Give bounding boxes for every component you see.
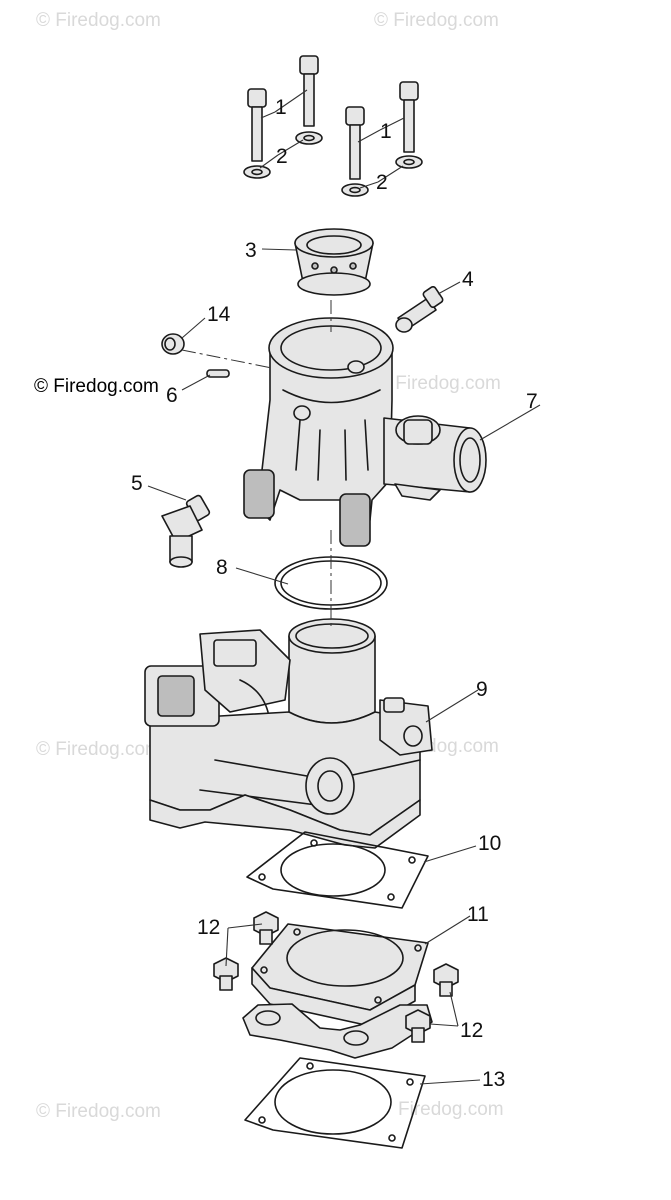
callout-5: 5: [131, 472, 143, 495]
callout-1-right: 1: [380, 120, 392, 143]
bolt-part-12-right: [433, 963, 459, 997]
spacer-part-11: [242, 923, 433, 1059]
callout-12-left: 12: [197, 916, 220, 939]
washer-part-2-right: [395, 155, 423, 169]
bolt-part-12-left: [213, 957, 239, 991]
callout-7: 7: [526, 390, 538, 413]
screw-part-1-back: [299, 55, 319, 127]
callout-labels: 1 1 2 2 3 4 14 6 7 5 8 9 10 11 12 12 13: [131, 96, 538, 1091]
bolt-part-12-front: [405, 1009, 431, 1043]
velocity-stack-part-3: [294, 228, 374, 296]
leader-lines: [147, 89, 541, 1085]
callout-4: 4: [462, 268, 474, 291]
watermark-left-bottom: © Firedog.com: [36, 1101, 161, 1122]
pin-part-6: [206, 369, 230, 378]
plug-part-14: [161, 333, 185, 355]
screw-part-1-front: [345, 106, 365, 180]
centerline-plug: [181, 349, 273, 369]
watermark-right-mid: © Firedog.com: [376, 373, 501, 394]
washer-part-2-left: [243, 165, 271, 179]
washer-part-2-back: [295, 131, 323, 145]
watermark-right-bottom: Firedog.com: [398, 1099, 504, 1120]
watermark-top-right: © Firedog.com: [374, 10, 499, 31]
callout-12-right: 12: [460, 1019, 483, 1042]
callout-9: 9: [476, 678, 488, 701]
callout-2-left: 2: [276, 145, 288, 168]
screw-part-1-left: [247, 88, 267, 162]
callout-2-right: 2: [376, 171, 388, 194]
gasket-part-10: [246, 831, 429, 909]
callout-10: 10: [478, 832, 501, 855]
elbow-fitting-part-5: [161, 494, 211, 568]
screw-part-1-right: [399, 81, 419, 153]
plenum-body-part-7: [243, 317, 487, 547]
bolt-part-12-top: [253, 911, 279, 945]
callout-14: 14: [207, 303, 231, 326]
watermark-left-mid: © Firedog.com: [34, 376, 159, 397]
callout-6: 6: [166, 384, 178, 407]
watermark-top-left: © Firedog.com: [36, 10, 161, 31]
washer-part-2-front: [341, 183, 369, 197]
watermark-left-low: © Firedog.com: [36, 739, 161, 760]
callout-1-left: 1: [275, 96, 287, 119]
gasket-part-13: [244, 1057, 426, 1149]
callout-8: 8: [216, 556, 228, 579]
fitting-part-4: [395, 285, 444, 333]
callout-3: 3: [245, 239, 257, 262]
throttle-body-part-9: [144, 618, 433, 849]
callout-11: 11: [467, 903, 489, 926]
callout-13: 13: [482, 1068, 505, 1091]
